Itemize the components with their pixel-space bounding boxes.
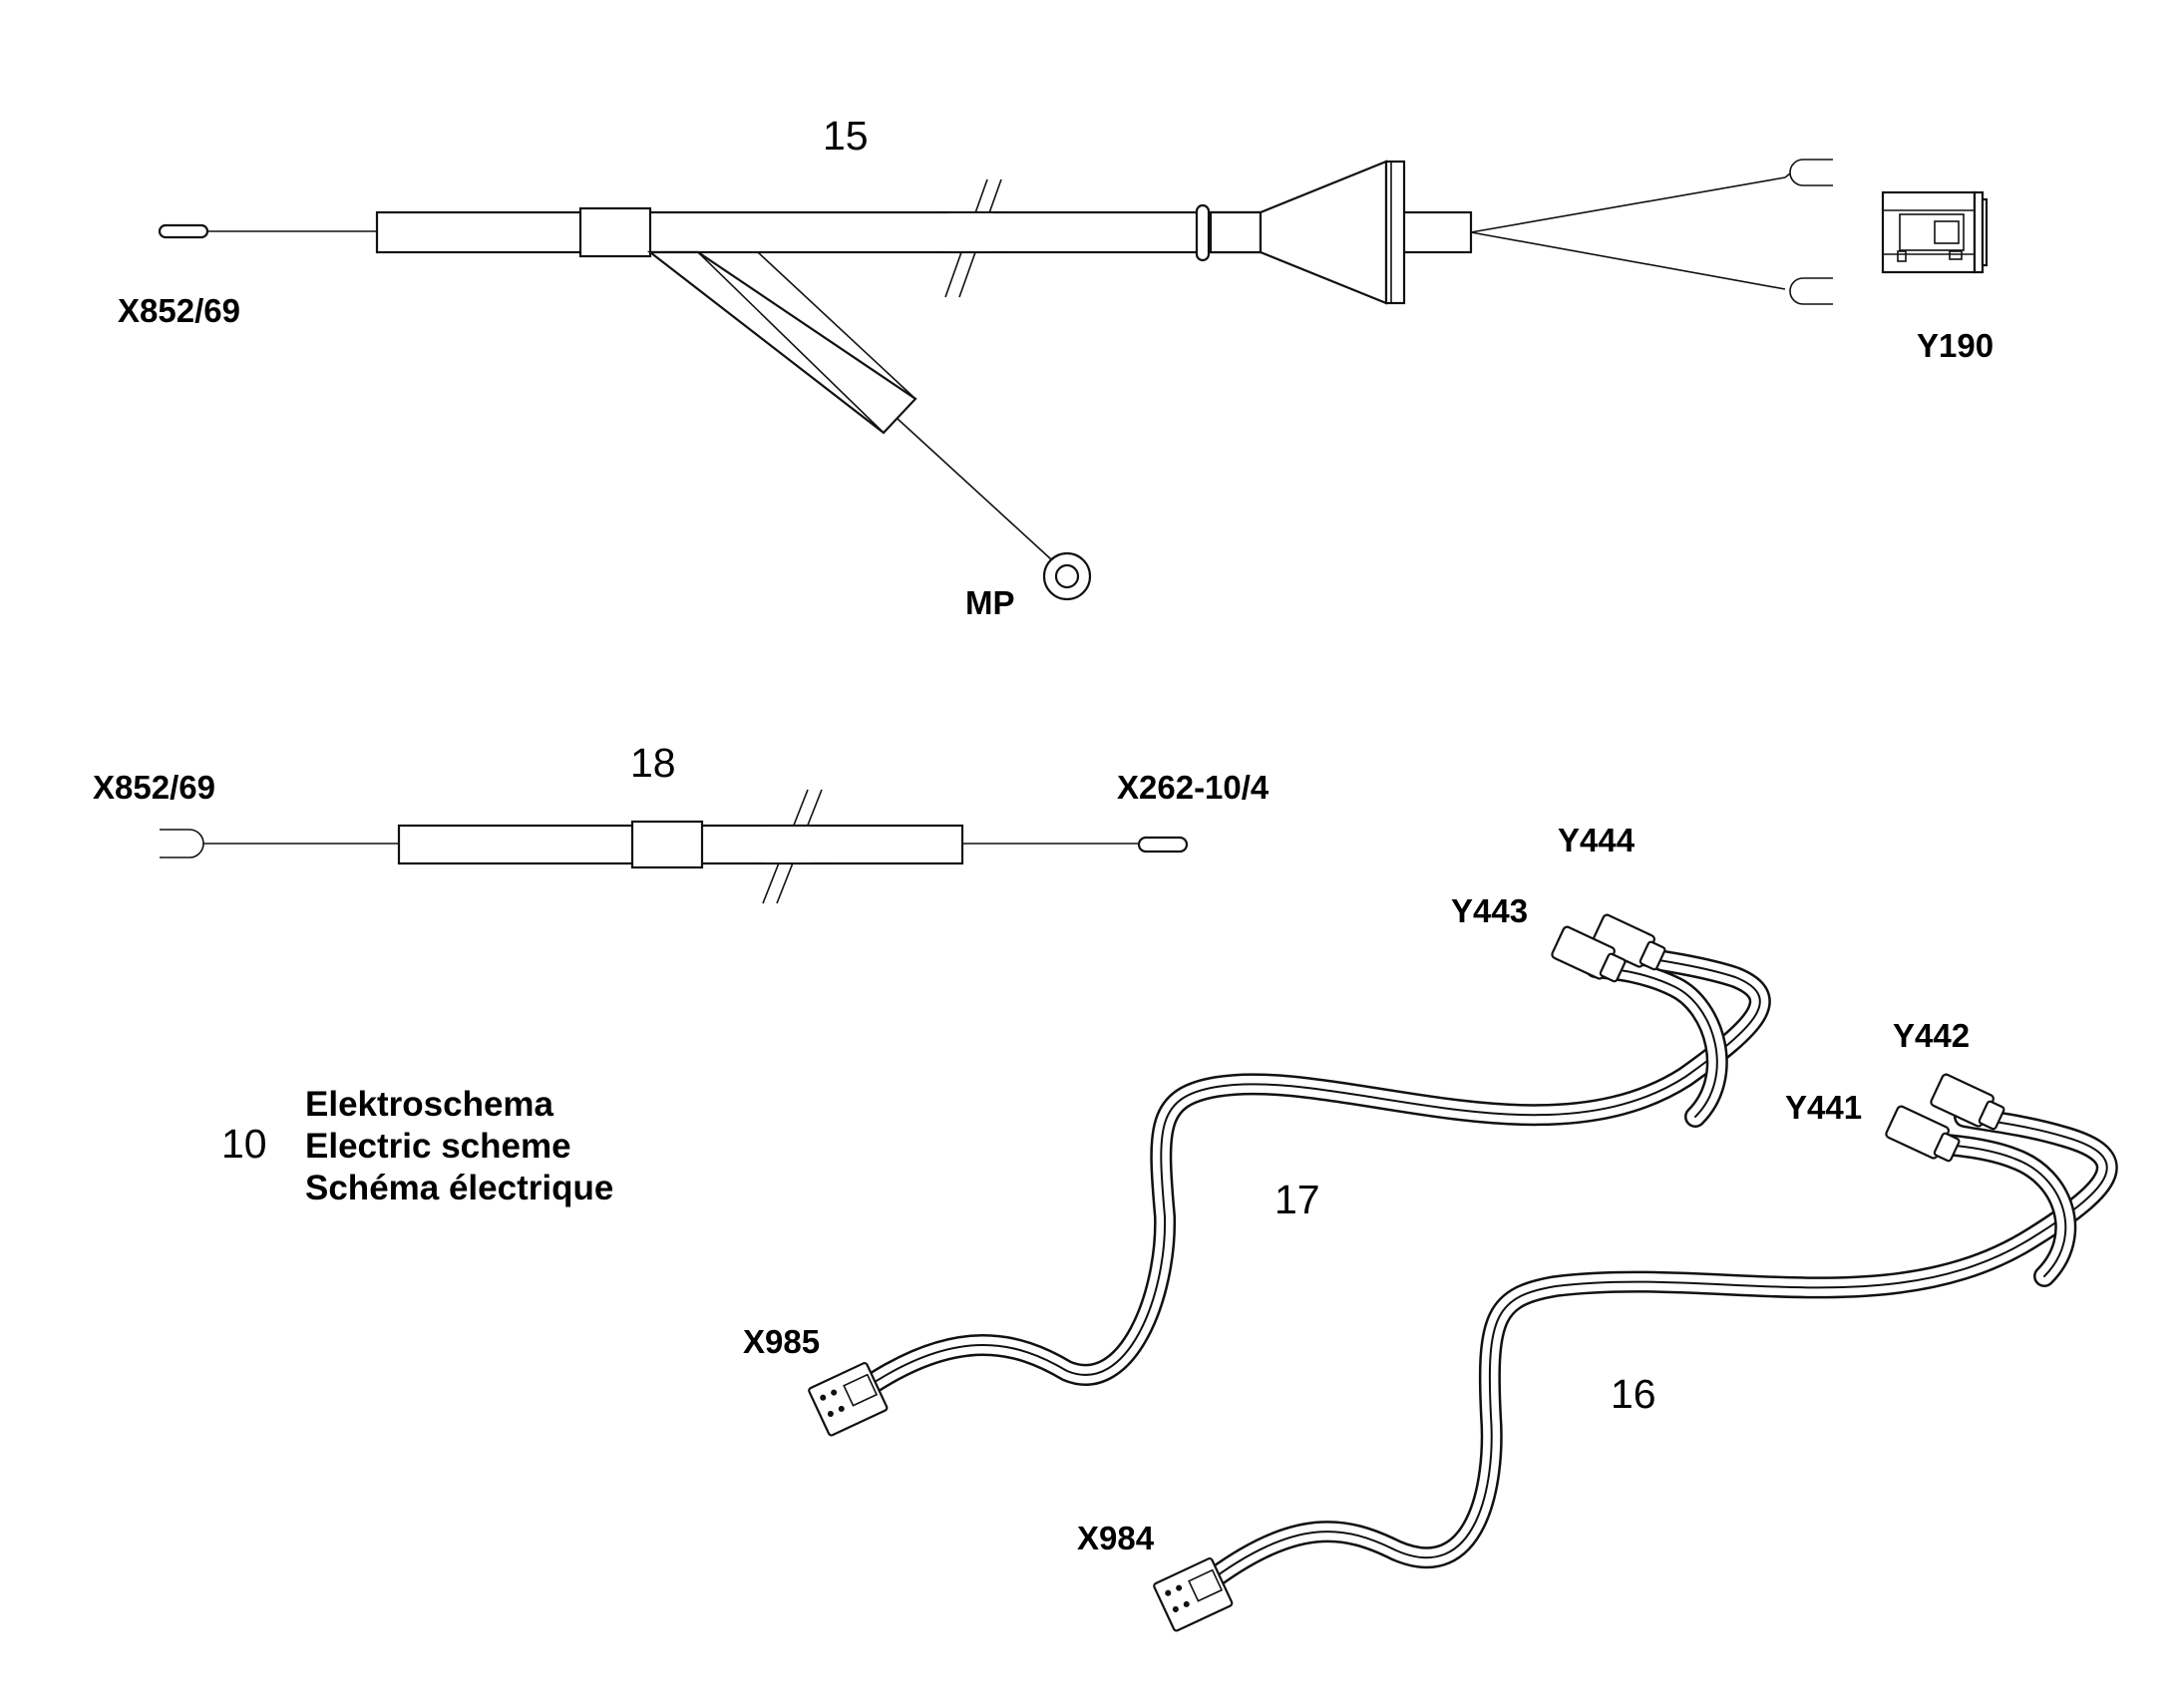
callout-17: 17 [1274,1177,1320,1222]
harness-15-ground-branch [646,250,917,435]
callout-10: 10 [221,1121,267,1167]
label-x984: X984 [1077,1520,1155,1556]
legend-line-3: Schéma électrique [305,1169,613,1207]
pin-terminal-icon [1137,836,1189,854]
label-y442: Y442 [1893,1017,1970,1054]
pin-terminal-icon [158,223,209,239]
harness-16: 16 Y442 Y441 X984 [1077,1017,2118,1632]
label-x262-10-4: X262-10/4 [1117,769,1270,806]
harness-17: 17 Y444 Y443 X985 [743,822,1771,1437]
label-y190: Y190 [1917,327,1994,364]
callout-18: 18 [630,740,676,786]
harness-15-sleeve [578,206,652,258]
fork-terminal-icon [1789,159,1833,186]
x984-connector-icon [1153,1557,1234,1632]
callout-15: 15 [823,113,869,159]
label-y444: Y444 [1558,822,1635,858]
grommet-ring-icon [1195,203,1211,262]
y442-connector-icon [1930,1073,2005,1131]
y441-connector-icon [1885,1105,1961,1163]
legend-line-2: Electric scheme [305,1127,571,1166]
y444-connector-icon [1591,913,1666,971]
y443-connector-icon [1551,925,1627,983]
callout-16: 16 [1611,1371,1656,1417]
label-x852-69-bottom: X852/69 [93,769,215,806]
harness-15: 15 X852/69 Y190 MP [118,113,1994,621]
legend: 10 Elektroschema Electric scheme Schéma … [221,1085,613,1207]
harness-18-sleeve [630,820,704,869]
grommet-cone-icon [1259,160,1388,305]
label-y441: Y441 [1785,1089,1862,1126]
x985-connector-icon [808,1362,889,1437]
label-x985: X985 [743,1323,820,1360]
y190-connector-icon [1881,190,1989,274]
fork-terminal-icon [160,829,204,858]
label-y443: Y443 [1451,892,1528,929]
legend-line-1: Elektroschema [305,1085,554,1124]
label-x852-69-top: X852/69 [118,292,240,329]
harness-18: 18 X852/69 X262-10/4 [93,740,1270,904]
label-mp: MP [965,584,1015,621]
fork-terminal-icon [1789,277,1833,305]
